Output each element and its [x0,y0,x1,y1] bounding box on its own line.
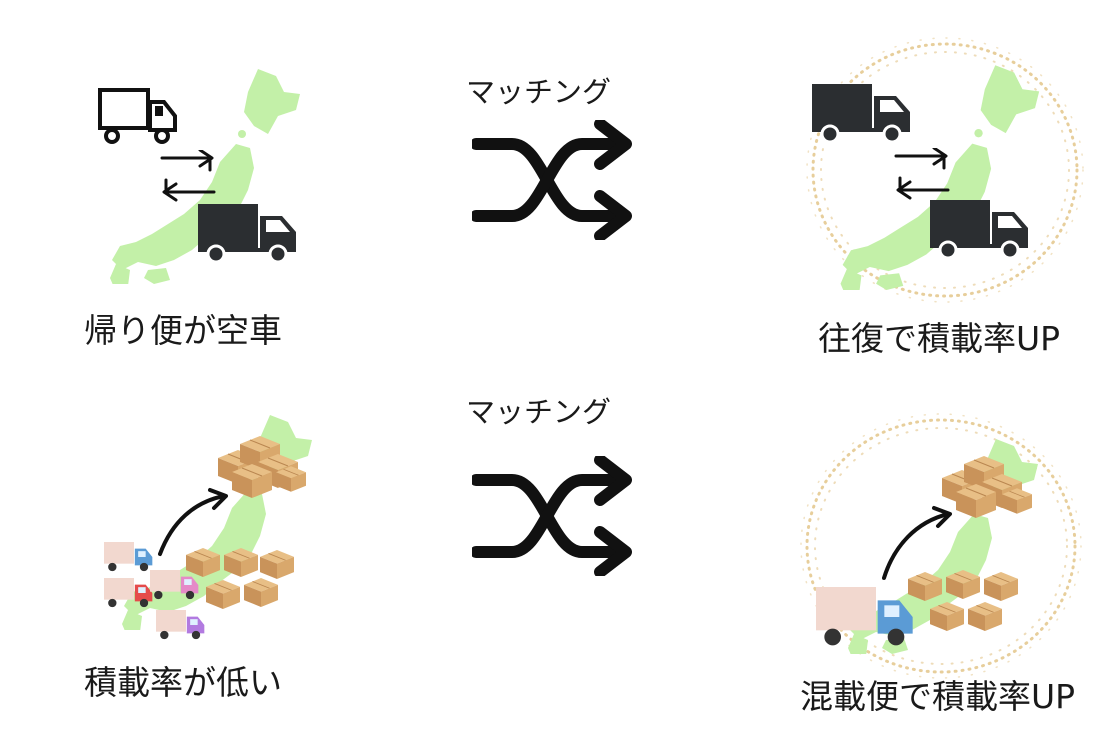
round-trip-illustration [800,30,1090,310]
matching-label-top: マッチング [466,75,612,109]
matching-label-bottom: マッチング [466,395,612,429]
cardboard-box-icon [1002,488,1032,514]
large-truck-blue-icon [816,586,916,648]
cardboard-box-icon [232,464,272,498]
round-trip-arrows-icon [890,148,954,202]
curved-arrow-icon [158,488,228,556]
cardboard-box-icon [224,548,258,577]
left-caption-low-load: 積載率が低い [84,663,282,702]
small-truck-red-icon [104,578,154,608]
dark-truck-icon [930,200,1030,260]
cardboard-box-icon [244,578,278,607]
cardboard-box-icon [276,466,306,492]
low-load-illustration [100,410,320,650]
empty-return-illustration [98,64,308,284]
gold-glitter-ring [806,37,1084,303]
cardboard-box-icon [930,602,964,631]
cardboard-box-icon [984,572,1018,601]
cardboard-box-icon [956,484,996,518]
small-truck-pink-icon [150,570,200,600]
left-caption-empty-return: 帰り便が空車 [84,311,282,350]
dark-truck-icon [198,204,298,264]
shuffle-arrows-icon [472,456,632,576]
cardboard-box-icon [968,602,1002,631]
outline-truck-icon [98,88,177,144]
shuffle-arrows-icon [472,120,632,240]
cardboard-box-icon [206,580,240,609]
gold-glitter-ring [800,413,1082,679]
right-caption-round-trip: 往復で積載率UP [818,319,1061,358]
cardboard-box-icon [260,550,294,579]
small-truck-purple-icon [156,610,206,640]
cardboard-box-icon [946,570,980,599]
curved-arrow-icon [882,506,952,580]
right-caption-consolidated: 混載便で積載率UP [800,677,1076,716]
consolidated-load-illustration [796,410,1086,682]
small-truck-blue-icon [104,542,154,572]
round-trip-arrows-icon [156,150,220,204]
dark-truck-icon [812,84,912,144]
